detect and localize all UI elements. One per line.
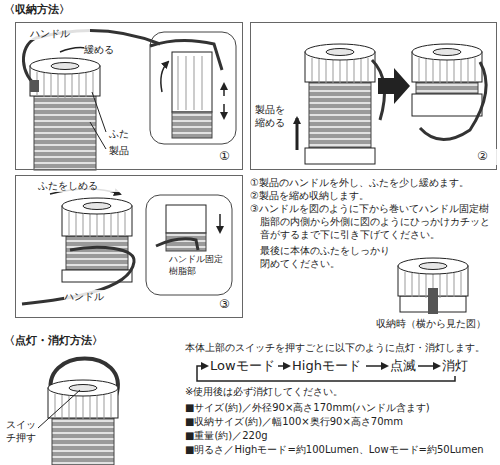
- shrink-arrow: [296, 118, 299, 150]
- figure-caption: 収納時（横から見た図）: [376, 318, 500, 330]
- turn-arrow: [161, 62, 168, 92]
- lantern-base: [412, 94, 482, 116]
- section-heading: 〈収納方法〉: [4, 3, 144, 17]
- up-arrow: [223, 84, 225, 96]
- lantern-bellows: [52, 418, 114, 465]
- lantern-lid: [30, 58, 100, 98]
- lantern-bellows: [66, 236, 128, 270]
- spec-line: ■収納サイズ(約)／幅100×奥行90×高さ70mm: [185, 415, 500, 428]
- lantern-bellows: [34, 96, 96, 170]
- detail-frame: [146, 195, 232, 295]
- spec-line: ■重量(約)／220g: [185, 429, 500, 442]
- big-arrow: [378, 68, 410, 104]
- spec-line: ■明るさ／Highモード=約100Lumen、Lowモード=約50Lumen: [185, 443, 500, 456]
- step-number: ③: [219, 297, 239, 313]
- detail-frame: [150, 32, 236, 144]
- lantern-lid: [48, 380, 118, 420]
- lantern-lid: [305, 44, 375, 84]
- detail-lid: [172, 52, 212, 112]
- handle-strap: [22, 247, 134, 304]
- leader-line: [92, 92, 106, 132]
- section-heading: 〈点灯・消灯方法〉: [4, 334, 164, 348]
- step-number: ②: [477, 149, 497, 165]
- down-arrow: [223, 104, 225, 118]
- step-number: ①: [219, 149, 239, 165]
- detail-strap: [156, 239, 198, 250]
- mode-label: Highモード: [292, 358, 366, 375]
- instruction-text: 最後に本体のふたをしっかり閉めてください。: [260, 244, 396, 270]
- panel-two-art: [297, 44, 486, 164]
- callout-label: スイッチ押す: [6, 418, 40, 444]
- leader-line: [38, 390, 80, 428]
- detail-grooves: [178, 56, 202, 110]
- leader-line: [90, 122, 106, 149]
- mode-label: Lowモード: [210, 358, 280, 375]
- step-panel: 製品を縮める ②: [250, 22, 497, 170]
- strap-clip: [30, 80, 39, 92]
- mode-arrow: [366, 365, 387, 367]
- mode-arrow: [278, 365, 289, 367]
- action-label: 製品を縮める: [255, 103, 289, 129]
- stored-view-art: [398, 258, 468, 314]
- part-label: 製品: [109, 144, 143, 157]
- instruction-text: ①製品のハンドルを外し、ふたを少し緩めます。: [250, 176, 497, 189]
- mode-label: 点滅: [390, 358, 420, 375]
- step-panel: ハンドル緩めるふた製品 ①: [15, 22, 243, 170]
- spec-line: ■サイズ(約)／外径90×高さ170mm(ハンドル含ます): [185, 401, 500, 414]
- strap-band: [428, 288, 438, 314]
- detail-strap: [150, 40, 222, 70]
- lantern-lid: [62, 198, 132, 238]
- lantern-bellows: [309, 82, 371, 148]
- instruction-text: ②製品を縮め収納します。: [250, 189, 497, 202]
- lantern-lid: [412, 44, 482, 84]
- down-arrow: [219, 214, 221, 232]
- part-label: ふた: [109, 127, 143, 140]
- mode-label: 消灯: [442, 358, 472, 375]
- part-label: ハンドル: [30, 27, 90, 40]
- detail-lid: [166, 205, 206, 233]
- detail-bellows: [166, 233, 206, 251]
- action-label: ふたをしめる: [38, 179, 128, 192]
- action-label: 緩める: [84, 43, 124, 56]
- instruction-text: 本体上部のスイッチを押すごとに以下のように点灯・消灯します。: [185, 341, 500, 354]
- step-panel: ふたをしめるハンドル ハンドル固定樹脂部 ③: [15, 175, 243, 318]
- instruction-text: ③ハンドルを図のように下から巻いてハンドル固定樹脂部の内側から外側に図のようにひ…: [250, 202, 497, 241]
- hanging-strap: [420, 62, 486, 140]
- panel-three-art: [22, 189, 232, 304]
- part-label: ハンドル固定樹脂部: [169, 254, 223, 277]
- detail-bellows: [172, 112, 212, 138]
- panel-one-art: [23, 30, 236, 170]
- switch-lantern-art: [38, 359, 118, 465]
- mode-arrow: [418, 365, 439, 367]
- lantern-base: [305, 148, 375, 164]
- note-text: ※使用後は必ず消灯してください。: [185, 385, 485, 398]
- part-label: ハンドル: [64, 290, 114, 303]
